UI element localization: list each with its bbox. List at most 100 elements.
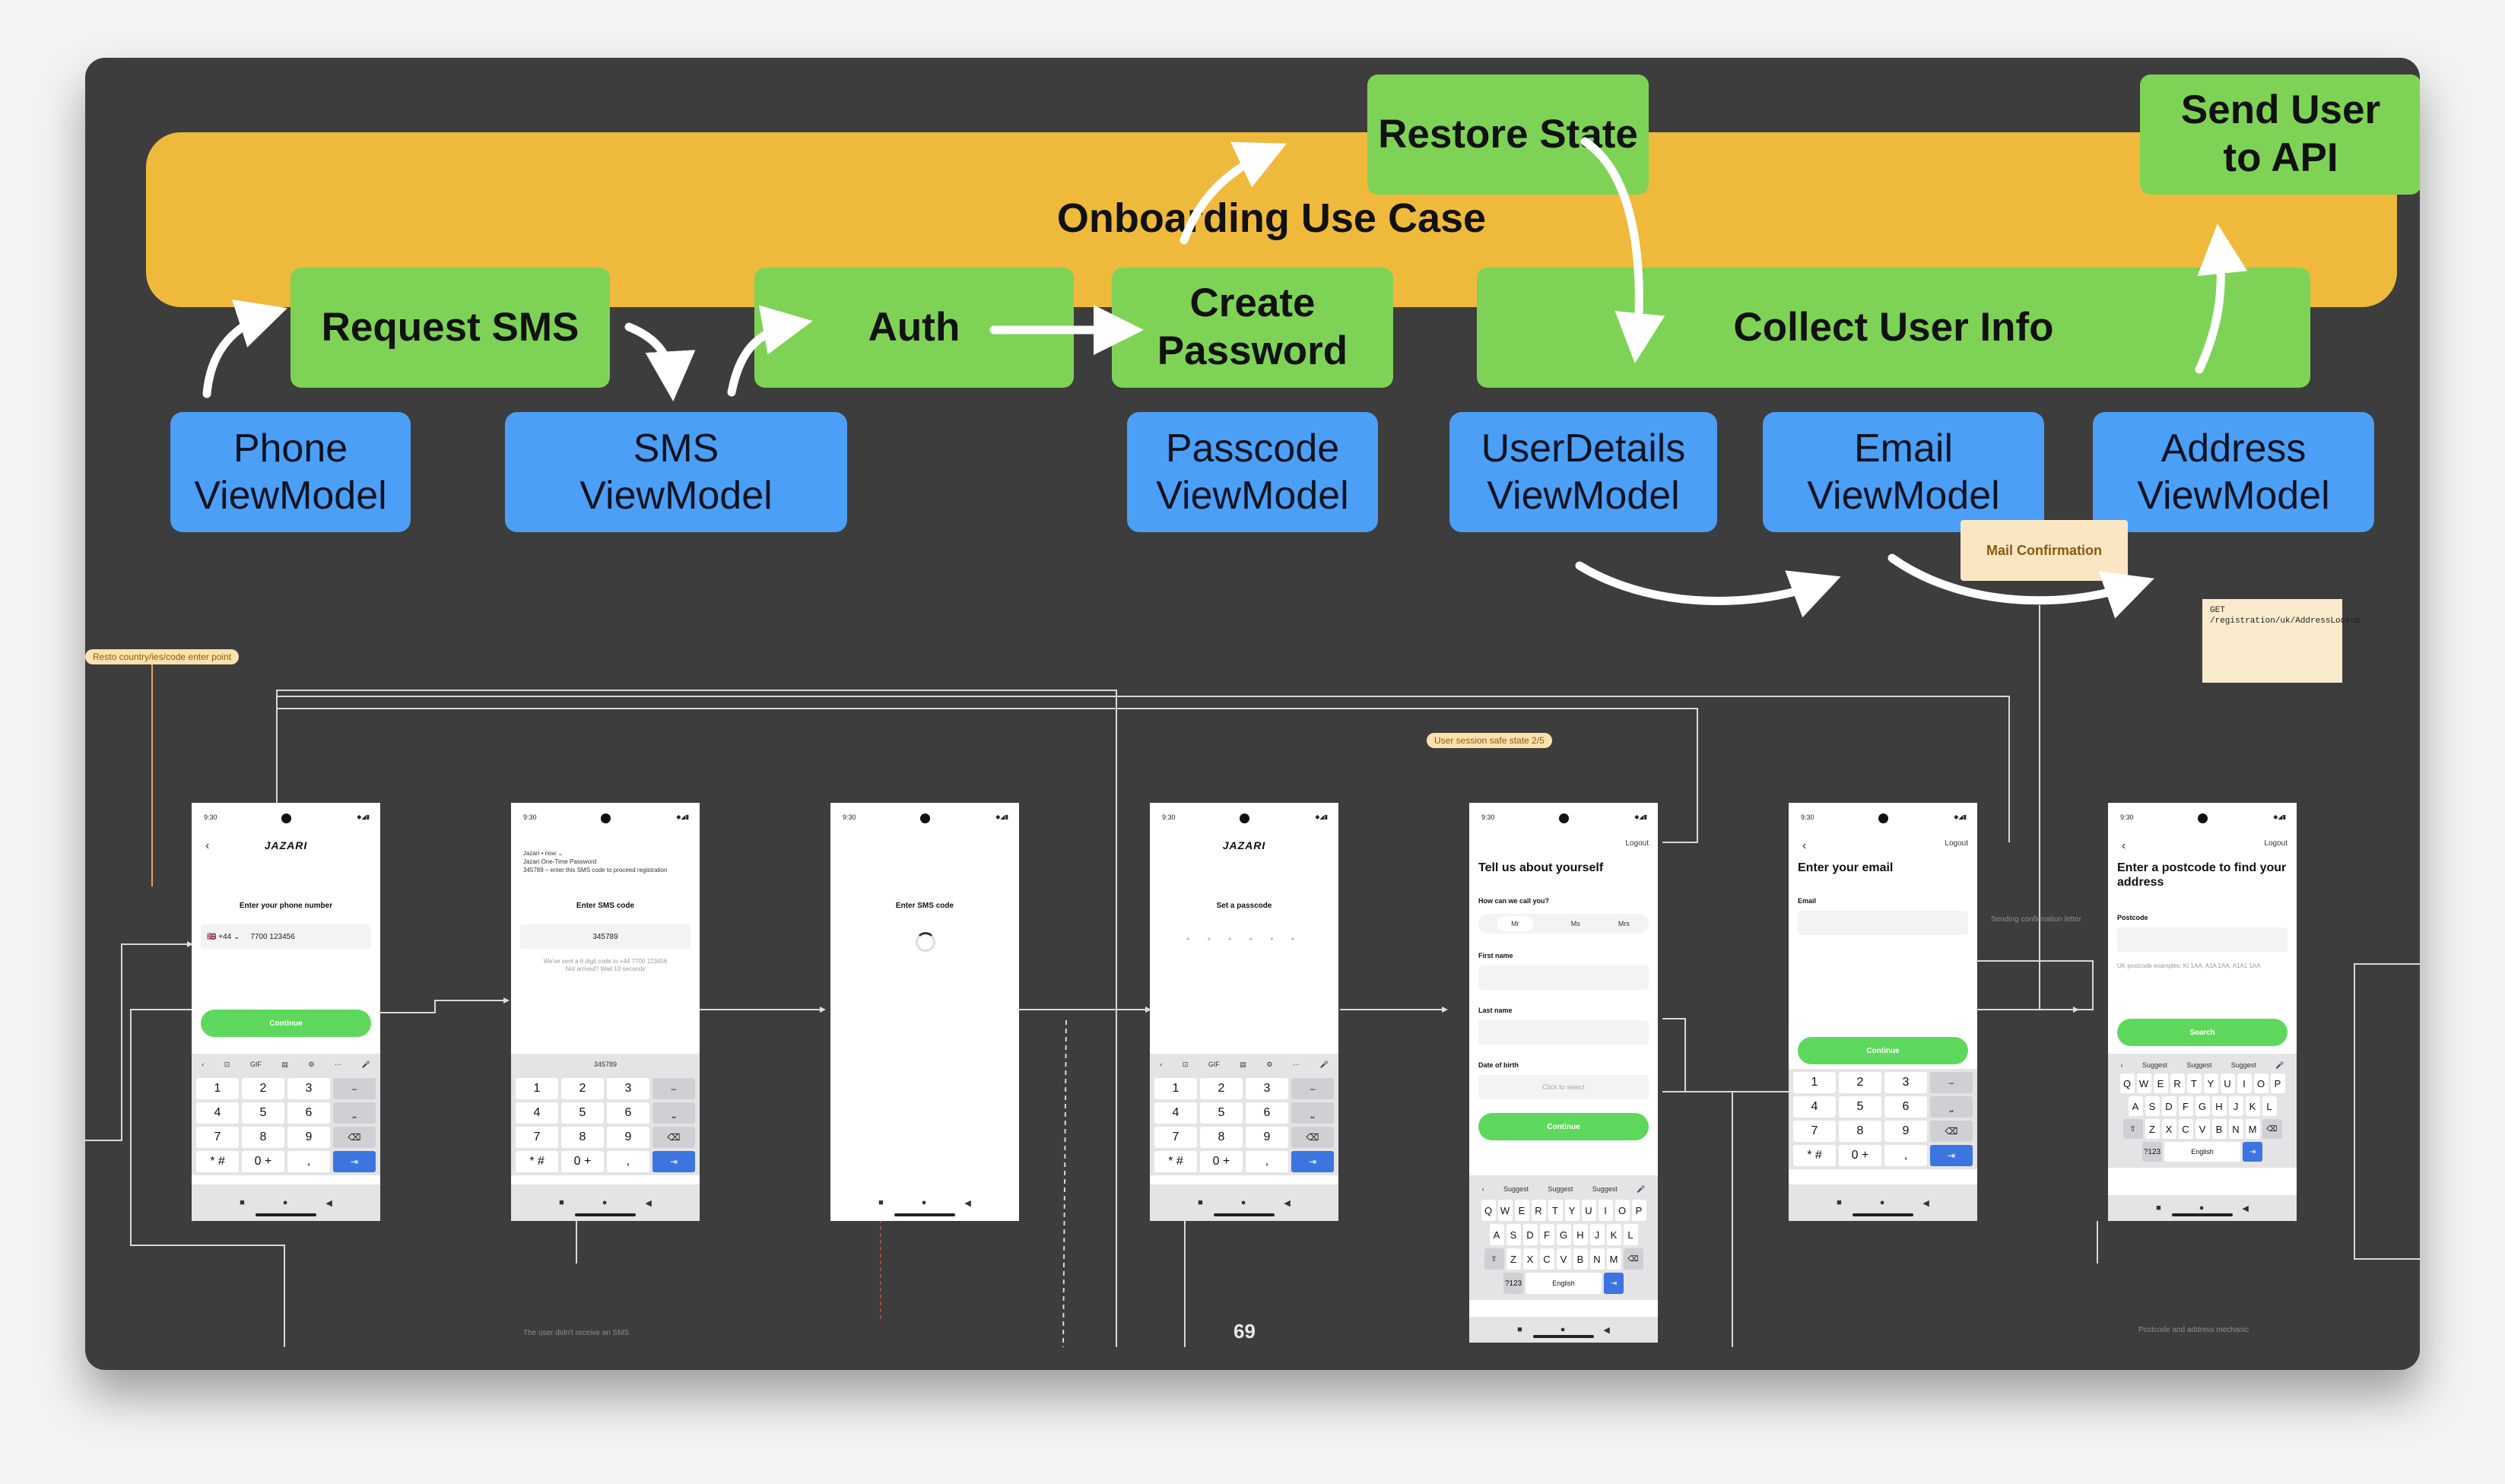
key-l[interactable]: L [2262,1096,2277,1116]
salutation-mr[interactable]: Mr [1497,916,1533,931]
key-h[interactable]: H [1573,1224,1588,1245]
key-0[interactable]: 0 + [1839,1145,1881,1166]
key-1[interactable]: 1 [1793,1072,1836,1093]
key-u[interactable]: U [1581,1200,1596,1221]
key-space[interactable]: ⎵ [652,1102,695,1124]
key-8[interactable]: 8 [561,1127,604,1148]
recents-icon[interactable]: ■ [878,1198,884,1207]
key-0[interactable]: 0 + [1200,1151,1243,1172]
salutation-ms[interactable]: Ms [1570,920,1580,928]
back-nav-icon[interactable]: ◀ [1603,1325,1610,1335]
key-dash[interactable]: – [1930,1072,1973,1093]
key-w[interactable]: W [1497,1200,1513,1221]
sms-notification[interactable]: Jazari • now ⌄ Jazari One-Time Password … [523,850,668,874]
toolbar-mic-icon[interactable]: 🎤 [1637,1184,1646,1193]
key-c[interactable]: C [2178,1119,2193,1139]
search-button[interactable]: Search [2117,1019,2288,1046]
home-icon[interactable]: ● [282,1198,288,1207]
key-u[interactable]: U [2220,1073,2235,1093]
key-n[interactable]: N [2228,1119,2243,1139]
key-p[interactable]: P [1631,1200,1646,1221]
key-next[interactable]: ⇥ [1604,1273,1624,1294]
key-t[interactable]: T [1548,1200,1563,1221]
key-a[interactable]: A [1489,1224,1504,1245]
key-backspace[interactable]: ⌫ [1291,1127,1334,1148]
key-6[interactable]: 6 [607,1102,649,1124]
key-backspace[interactable]: ⌫ [2262,1119,2282,1139]
logout-button[interactable]: Logout [1625,839,1649,848]
logout-button[interactable]: Logout [1945,839,1968,848]
key-comma[interactable]: , [1246,1151,1288,1172]
code-suggestion[interactable]: 345789 [593,1061,618,1068]
key-comma[interactable]: , [287,1151,330,1172]
key-7[interactable]: 7 [1154,1127,1197,1148]
key-o[interactable]: O [2253,1073,2268,1093]
toolbar-settings-icon[interactable]: ⚙ [308,1060,315,1068]
recents-icon[interactable]: ■ [240,1198,245,1207]
key-d[interactable]: D [2161,1096,2176,1116]
key-8[interactable]: 8 [242,1127,284,1148]
key-6[interactable]: 6 [1246,1102,1288,1124]
key-5[interactable]: 5 [1839,1096,1881,1118]
home-icon[interactable]: ● [602,1198,608,1207]
key-w[interactable]: W [2136,1073,2151,1093]
toolbar-back-icon[interactable]: ‹ [2120,1061,2123,1069]
suggestion-3[interactable]: Suggest [2230,1061,2256,1069]
toolbar-more-icon[interactable]: ··· [1292,1061,1300,1068]
key-star-hash[interactable]: * # [516,1151,558,1172]
toolbar-mic-icon[interactable]: 🎤 [2275,1061,2284,1069]
back-nav-icon[interactable]: ◀ [325,1198,332,1208]
postcode-field[interactable] [2117,928,2288,952]
key-5[interactable]: 5 [561,1102,604,1124]
key-0[interactable]: 0 + [242,1151,284,1172]
key-4[interactable]: 4 [1793,1096,1836,1118]
key-s[interactable]: S [2145,1096,2160,1116]
key-z[interactable]: Z [2145,1119,2160,1139]
key-q[interactable]: Q [1481,1200,1496,1221]
back-nav-icon[interactable]: ◀ [645,1198,652,1208]
key-comma[interactable]: , [1884,1145,1927,1166]
dob-field[interactable]: Click to select [1478,1075,1649,1099]
key-l[interactable]: L [1623,1224,1638,1245]
key-4[interactable]: 4 [196,1102,239,1124]
recents-icon[interactable]: ■ [1837,1198,1842,1207]
key-f[interactable]: F [1539,1224,1554,1245]
key-j[interactable]: J [1589,1224,1605,1245]
key-4[interactable]: 4 [1154,1102,1197,1124]
home-icon[interactable]: ● [1879,1198,1885,1207]
key-3[interactable]: 3 [287,1078,330,1099]
key-space[interactable]: English [2164,1142,2240,1162]
recents-icon[interactable]: ■ [559,1198,564,1207]
key-e[interactable]: E [2153,1073,2168,1093]
key-6[interactable]: 6 [1884,1096,1927,1118]
key-2[interactable]: 2 [1200,1078,1243,1099]
key-i[interactable]: I [1598,1200,1613,1221]
key-g[interactable]: G [2195,1096,2210,1116]
key-g[interactable]: G [1556,1224,1571,1245]
home-icon[interactable]: ● [921,1198,927,1207]
key-9[interactable]: 9 [287,1127,330,1148]
toolbar-more-icon[interactable]: ··· [334,1061,341,1068]
key-space[interactable]: English [1526,1273,1602,1294]
key-r[interactable]: R [2170,1073,2185,1093]
back-nav-icon[interactable]: ◀ [1284,1198,1291,1208]
key-7[interactable]: 7 [196,1127,239,1148]
key-f[interactable]: F [2178,1096,2193,1116]
logout-button[interactable]: Logout [2264,839,2288,848]
key-h[interactable]: H [2211,1096,2227,1116]
toolbar-gif-icon[interactable]: GIF [249,1061,262,1068]
key-7[interactable]: 7 [516,1127,558,1148]
key-backspace[interactable]: ⌫ [652,1127,695,1148]
key-m[interactable]: M [1606,1248,1621,1270]
key-x[interactable]: X [1522,1248,1538,1270]
back-icon[interactable]: ‹ [1802,839,1807,852]
key-y[interactable]: Y [1564,1200,1580,1221]
passcode-dots[interactable]: • • • • • • [1186,934,1302,944]
key-3[interactable]: 3 [1246,1078,1288,1099]
key-p[interactable]: P [2270,1073,2285,1093]
key-z[interactable]: Z [1506,1248,1521,1270]
toolbar-clipboard-icon[interactable]: ▤ [1240,1060,1246,1068]
key-9[interactable]: 9 [1884,1121,1927,1142]
key-3[interactable]: 3 [607,1078,649,1099]
key-y[interactable]: Y [2203,1073,2218,1093]
